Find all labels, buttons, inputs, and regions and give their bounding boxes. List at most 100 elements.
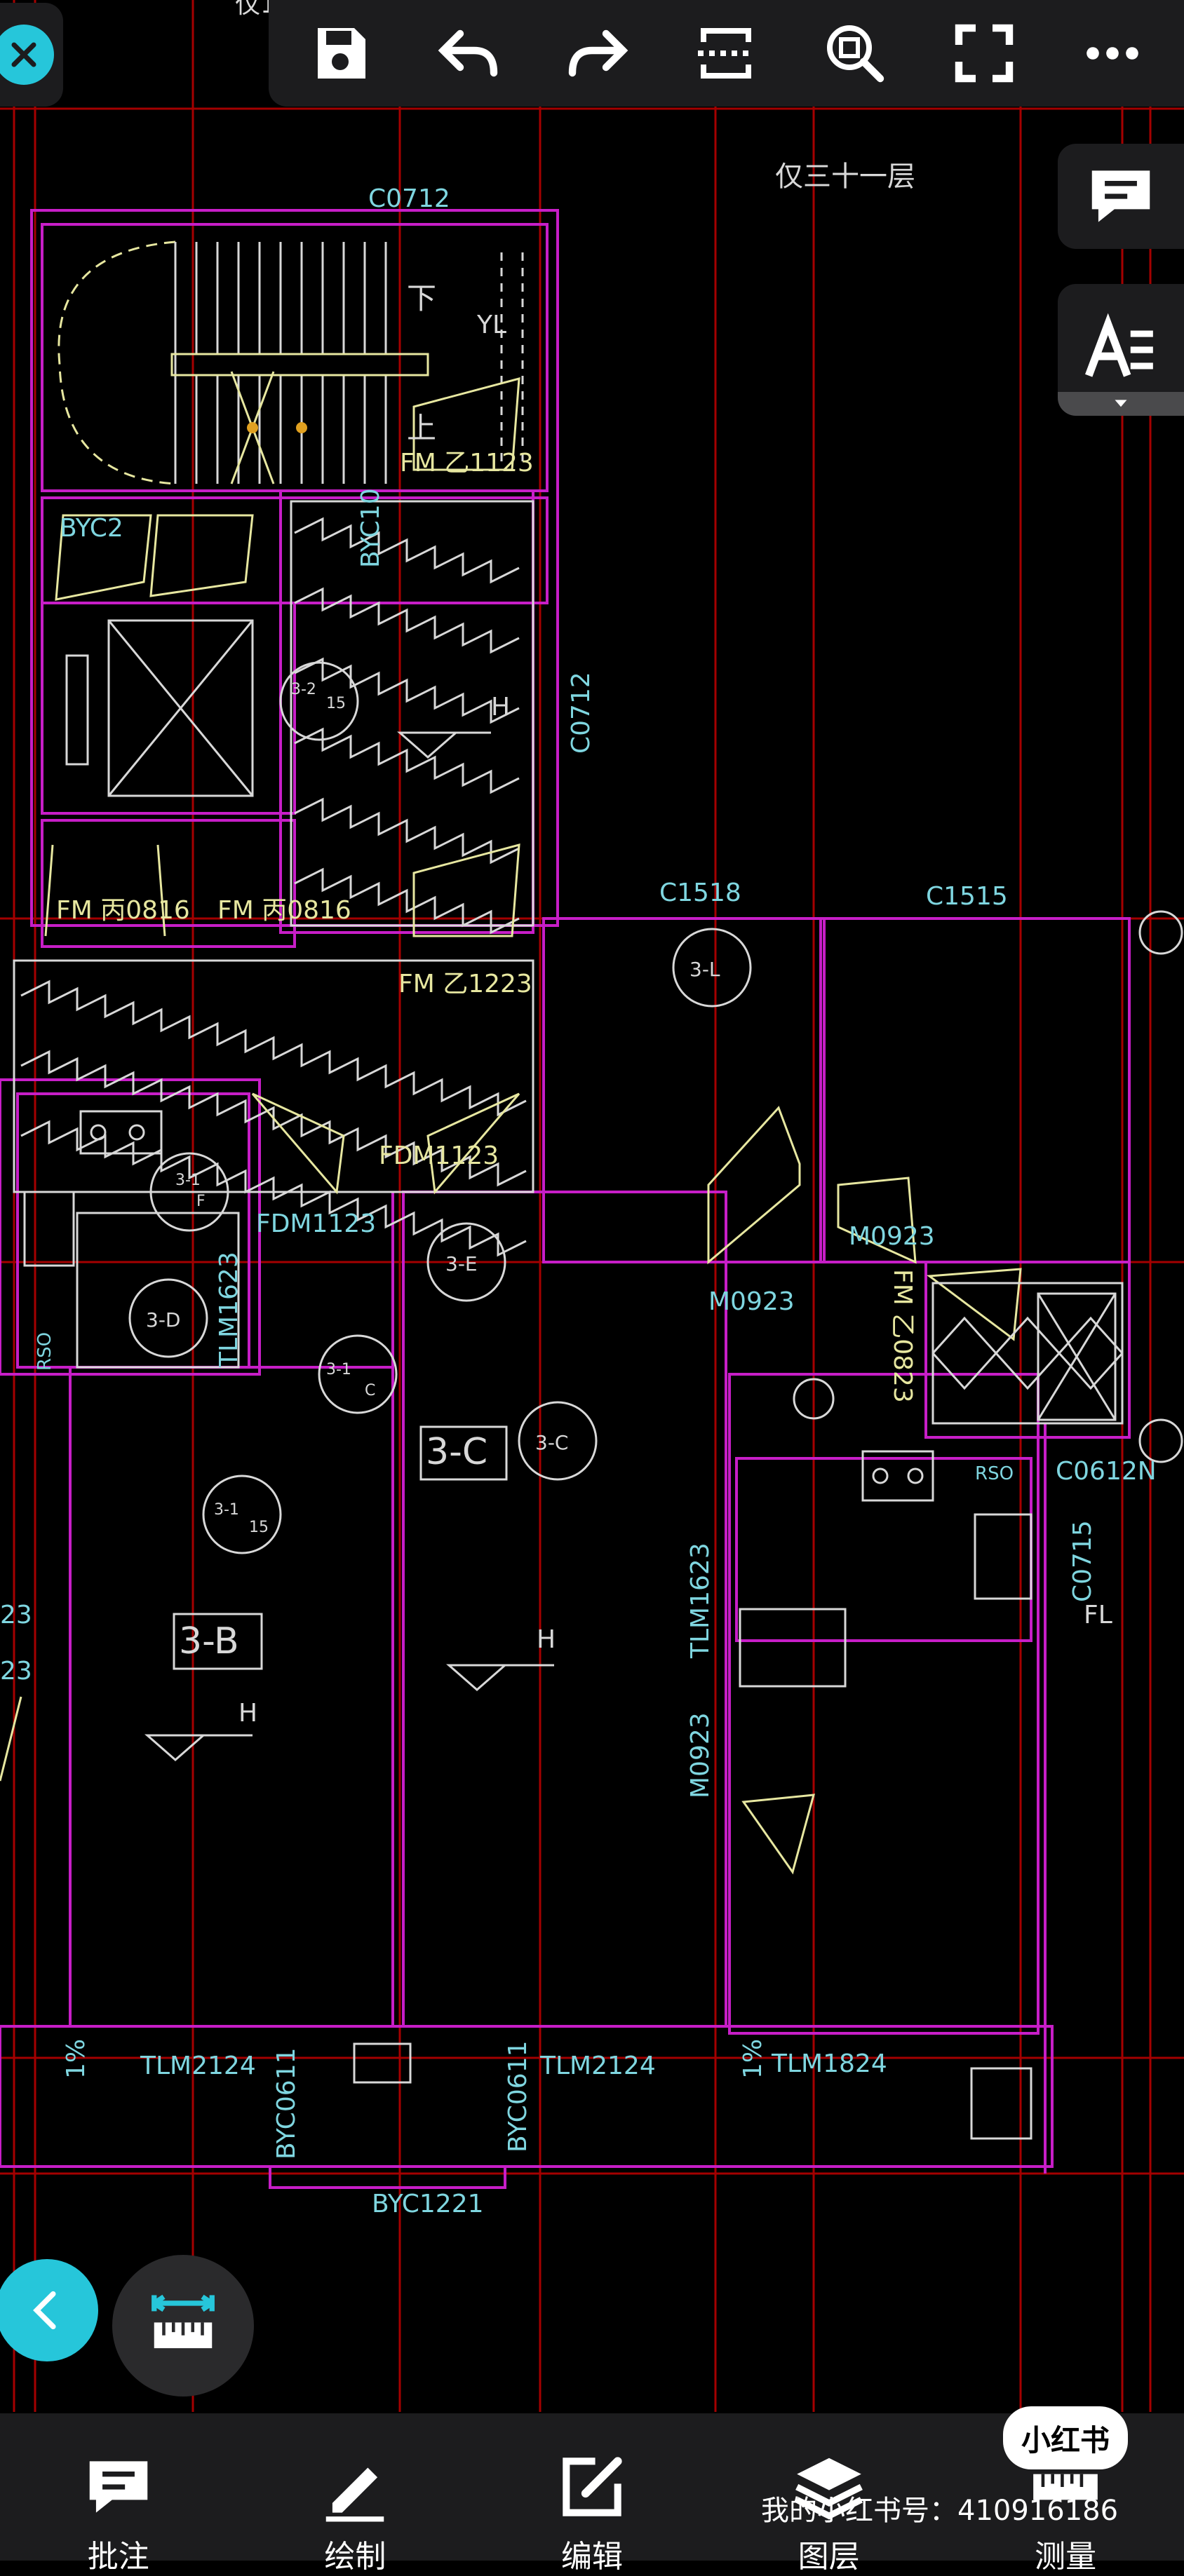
save-button[interactable] xyxy=(295,8,386,99)
save-icon xyxy=(317,28,365,79)
label-m0923-a: M0923 xyxy=(708,1287,795,1316)
fullscreen-button[interactable] xyxy=(939,8,1030,99)
room-tag-15: 3-1 xyxy=(214,1501,239,1519)
zoom-extents-button[interactable] xyxy=(809,8,901,99)
label-h2: H xyxy=(537,1625,556,1654)
bottom-toolbar: 批注 绘制 编辑 图层 测量 xyxy=(0,2413,1184,2575)
redo-button[interactable] xyxy=(552,8,643,99)
label-tlm1824: TLM1824 xyxy=(771,2049,887,2078)
label-fm-0823: FM 乙0823 xyxy=(888,1269,917,1403)
room-tag-3f: 3-1 xyxy=(175,1172,201,1189)
draw-tab-label: 绘制 xyxy=(324,2539,386,2575)
section-icon xyxy=(698,28,755,79)
comment-icon xyxy=(89,2461,148,2513)
top-toolbar xyxy=(269,0,1184,107)
room-name-3-b: 3-B xyxy=(179,1620,239,1662)
label-byc2: BYC2 xyxy=(60,514,123,543)
label-yl: YL xyxy=(476,311,506,339)
undo-icon xyxy=(438,29,498,77)
tag-circles xyxy=(128,661,1183,1670)
chevron-down-icon[interactable] xyxy=(1058,392,1184,416)
label-c0712-right: C0712 xyxy=(567,672,596,754)
label-fm-0816-b: FM 丙0816 xyxy=(217,896,351,925)
edit-tab-label: 编辑 xyxy=(560,2539,623,2575)
text-style-icon xyxy=(1085,313,1153,377)
label-byc0611-a: BYC0611 xyxy=(272,2047,301,2160)
label-m0923-b: M0923 xyxy=(849,1222,935,1251)
room-tag-3cc-sub: C xyxy=(365,1382,375,1399)
label-c1515: C1515 xyxy=(926,882,1008,911)
label-byc10: BYC10 xyxy=(356,488,385,568)
label-tlm2124-a: TLM2124 xyxy=(140,2052,256,2080)
undo-button[interactable] xyxy=(423,8,514,99)
measure-tab-label: 测量 xyxy=(1035,2539,1097,2575)
room-tag-32-sub: 15 xyxy=(326,695,346,712)
walls xyxy=(0,209,1131,2189)
label-fm-0816-a: FM 丙0816 xyxy=(56,896,190,925)
stair xyxy=(58,240,524,485)
label-rso1: RSO xyxy=(34,1332,55,1371)
edit-icon xyxy=(563,2457,622,2516)
label-num23a: 23 xyxy=(0,1601,32,1629)
layers-icon xyxy=(795,2458,863,2520)
room-tag-3-c-circle: 3-C xyxy=(535,1431,568,1454)
zoom-extents-icon xyxy=(827,25,884,83)
redo-icon xyxy=(568,29,628,77)
measure-ruler-icon xyxy=(152,2294,215,2349)
watermark-text: 我的小红书号：410916186 xyxy=(761,2495,1119,2527)
measure-distance-button[interactable] xyxy=(112,2255,254,2397)
annotate-tab-label: 批注 xyxy=(87,2539,149,2575)
fullscreen-icon xyxy=(955,24,1013,83)
label-h3: H xyxy=(238,1699,257,1728)
label-fl: FL xyxy=(1084,1601,1112,1629)
label-fdm1123-b: FDM1123 xyxy=(256,1209,376,1238)
label-rso2: RSO xyxy=(975,1463,1014,1484)
annotate-tab[interactable]: 批注 xyxy=(13,2413,224,2576)
edit-tab[interactable]: 编辑 xyxy=(487,2413,697,2576)
label-down: 下 xyxy=(407,281,436,316)
label-num23b: 23 xyxy=(0,1657,32,1686)
label-tlm1623-a: TLM1623 xyxy=(215,1252,243,1368)
comment-panel-button[interactable] xyxy=(1058,144,1184,249)
layers-tab-label: 图层 xyxy=(798,2539,860,2575)
ruler-icon xyxy=(1033,2474,1098,2500)
back-button[interactable] xyxy=(0,2259,98,2361)
room-tag-3f-sub: F xyxy=(196,1193,206,1210)
label-fm-1123-top: FM 乙1123 xyxy=(400,449,534,477)
section-button[interactable] xyxy=(680,8,772,99)
elevator xyxy=(65,619,254,797)
pencil-icon xyxy=(326,2467,384,2522)
label-floor-note: 仅三十一层 xyxy=(775,161,915,193)
text-style-button[interactable] xyxy=(1058,284,1184,416)
room-name-3-c: 3-C xyxy=(426,1431,487,1473)
measure-tab[interactable]: 测量 xyxy=(960,2413,1171,2576)
label-byc1221: BYC1221 xyxy=(372,2190,484,2218)
label-fdm1123-a: FDM1123 xyxy=(379,1141,499,1170)
more-button[interactable] xyxy=(1067,8,1158,99)
room-tag-3cc: 3-1 xyxy=(326,1361,351,1378)
label-c1518: C1518 xyxy=(659,879,741,907)
label-h1: H xyxy=(491,693,510,721)
draw-tab[interactable]: 绘制 xyxy=(250,2413,460,2576)
label-c0712-top: C0712 xyxy=(368,184,450,213)
label-c0715: C0715 xyxy=(1068,1520,1097,1602)
more-icon xyxy=(1087,47,1138,60)
label-tlm2124-b: TLM2124 xyxy=(539,2052,656,2080)
level-markers xyxy=(144,731,554,1761)
label-c0612n: C0612N xyxy=(1056,1457,1157,1486)
label-m0923-c: M0923 xyxy=(686,1712,715,1798)
watermark-logo: 小红书 xyxy=(1003,2406,1128,2469)
room-tag-15-sub: 15 xyxy=(249,1519,269,1536)
door-swings xyxy=(0,377,1022,1875)
label-pct2: 1% xyxy=(739,2039,767,2079)
close-icon xyxy=(0,25,54,85)
close-button[interactable] xyxy=(0,3,63,107)
axis-lines xyxy=(0,0,1184,2412)
room-tag-3-d: 3-D xyxy=(146,1308,180,1331)
room-tag-3-e: 3-E xyxy=(445,1252,478,1275)
label-tlm1623-b: TLM1623 xyxy=(686,1543,715,1659)
comment-icon xyxy=(1091,170,1150,222)
label-fm-1223: FM 乙1223 xyxy=(398,970,532,998)
label-up: 上 xyxy=(407,411,436,445)
